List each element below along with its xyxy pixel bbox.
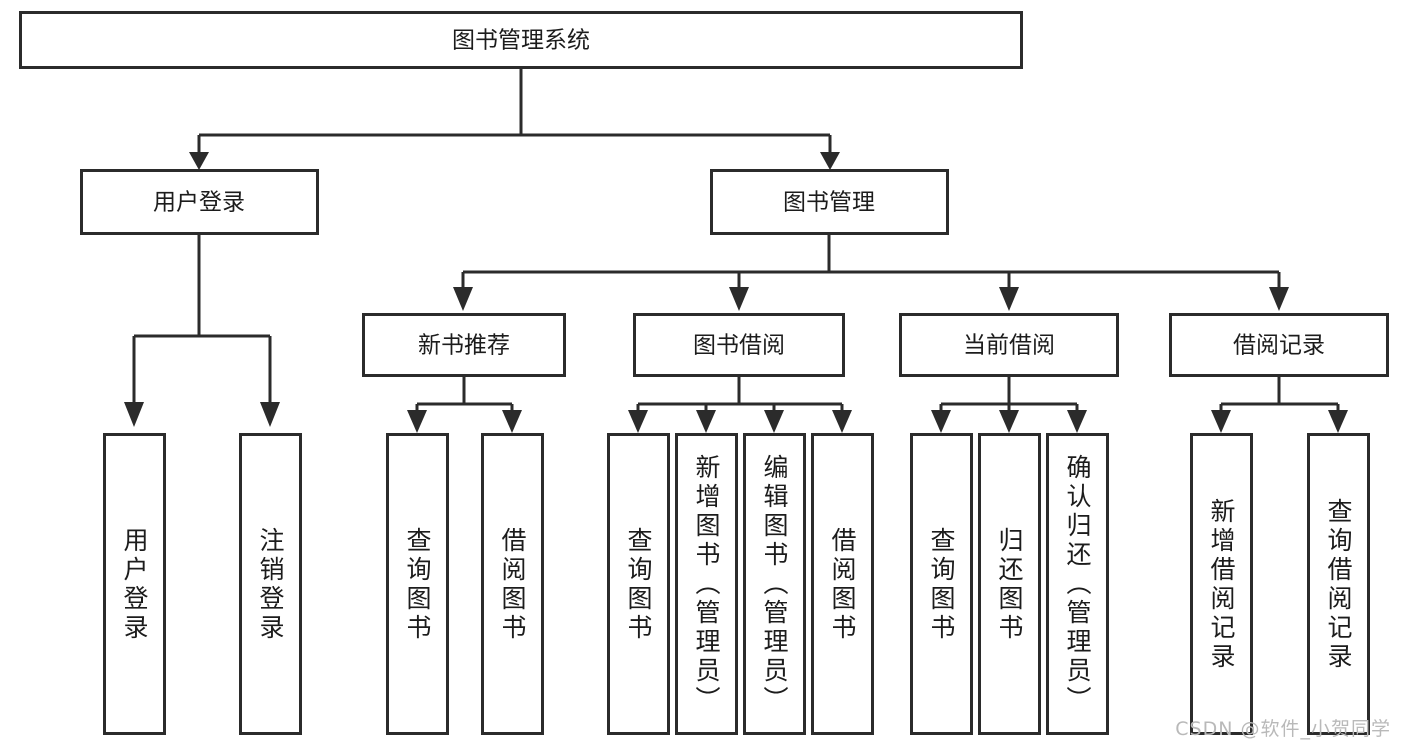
leaf-query-record[interactable]: 查询借阅记录 bbox=[1308, 435, 1369, 734]
node-borrow-records[interactable]: 借阅记录 bbox=[1169, 313, 1389, 377]
arrow-to-book-borrow bbox=[729, 287, 749, 311]
connector-book-manage-bus bbox=[461, 233, 1281, 290]
leaf-borrow-book-2-label: 借阅图书 bbox=[828, 526, 857, 643]
leaf-box-user-login[interactable] bbox=[103, 433, 166, 735]
leaf-box-add-record[interactable] bbox=[1190, 433, 1253, 735]
connector-current-borrow-bus bbox=[939, 375, 1079, 412]
node-borrow-records-box[interactable] bbox=[1169, 313, 1389, 377]
leaf-box-logout[interactable] bbox=[239, 433, 302, 735]
leaf-confirm-return[interactable]: 确认归还（管理员） bbox=[1047, 435, 1108, 734]
arrow-to-leaf-query-book-3 bbox=[931, 410, 951, 433]
node-current-borrow[interactable]: 当前借阅 bbox=[899, 313, 1119, 377]
leaf-edit-book-label: 编辑图书（管理员） bbox=[760, 454, 789, 715]
arrow-to-leaf-query-book-2 bbox=[628, 410, 648, 433]
leaf-add-record[interactable]: 新增借阅记录 bbox=[1191, 435, 1252, 734]
leaf-add-record-label: 新增借阅记录 bbox=[1207, 497, 1236, 672]
node-root-label: 图书管理系统 bbox=[452, 28, 590, 54]
connector-root-bus bbox=[197, 68, 832, 157]
leaf-borrow-book-2[interactable]: 借阅图书 bbox=[812, 435, 873, 734]
leaf-return-book[interactable]: 归还图书 bbox=[979, 435, 1040, 734]
node-book-borrow[interactable]: 图书借阅 bbox=[633, 313, 845, 377]
node-book-manage-label: 图书管理 bbox=[783, 190, 875, 216]
leaf-query-book-1-label: 查询图书 bbox=[403, 526, 432, 643]
node-user-login[interactable]: 用户登录 bbox=[80, 169, 319, 235]
arrow-to-user-login bbox=[189, 152, 209, 170]
leaf-borrow-book-1[interactable]: 借阅图书 bbox=[482, 435, 543, 734]
arrow-to-leaf-return-book bbox=[999, 410, 1019, 433]
node-root[interactable]: 图书管理系统 bbox=[19, 11, 1023, 69]
node-book-manage-box[interactable] bbox=[710, 169, 949, 235]
leaf-box-add-book[interactable] bbox=[675, 433, 738, 735]
arrow-to-leaf-add-record bbox=[1211, 410, 1231, 433]
leaf-query-book-2-label: 查询图书 bbox=[624, 526, 653, 643]
leaf-confirm-return-label: 确认归还（管理员） bbox=[1063, 454, 1092, 715]
node-current-borrow-label: 当前借阅 bbox=[963, 333, 1055, 359]
leaf-query-record-label: 查询借阅记录 bbox=[1324, 497, 1353, 672]
leaf-add-book[interactable]: 新增图书（管理员） bbox=[676, 435, 737, 734]
arrow-to-book-manage bbox=[820, 152, 840, 170]
leaf-box-query-book-1[interactable] bbox=[386, 433, 449, 735]
leaf-logout-label: 注销登录 bbox=[256, 526, 285, 643]
watermark: CSDN @软件_小贺同学 bbox=[1175, 718, 1391, 740]
node-book-manage[interactable]: 图书管理 bbox=[710, 169, 949, 235]
node-book-borrow-box[interactable] bbox=[633, 313, 845, 377]
leaf-return-book-label: 归还图书 bbox=[995, 526, 1024, 643]
node-user-login-box[interactable] bbox=[80, 169, 319, 235]
leaf-box-borrow-book-2[interactable] bbox=[811, 433, 874, 735]
leaf-query-book-3-label: 查询图书 bbox=[927, 526, 956, 643]
leaf-user-login-label: 用户登录 bbox=[120, 526, 149, 643]
node-new-book-recommend-label: 新书推荐 bbox=[418, 333, 510, 359]
leaf-logout[interactable]: 注销登录 bbox=[240, 435, 301, 734]
leaf-edit-book[interactable]: 编辑图书（管理员） bbox=[744, 435, 805, 734]
leaf-box-confirm-return[interactable] bbox=[1046, 433, 1109, 735]
connector-borrow-records-bus bbox=[1219, 375, 1340, 412]
arrow-to-leaf-borrow-book-2 bbox=[832, 410, 852, 433]
arrow-to-leaf-borrow-book-1 bbox=[502, 410, 522, 433]
node-borrow-records-label: 借阅记录 bbox=[1233, 333, 1325, 359]
node-root-box[interactable] bbox=[19, 11, 1023, 69]
leaf-add-book-label: 新增图书（管理员） bbox=[692, 454, 721, 715]
leaf-query-book-1[interactable]: 查询图书 bbox=[387, 435, 448, 734]
leaf-box-query-record[interactable] bbox=[1307, 433, 1370, 735]
node-user-login-label: 用户登录 bbox=[153, 190, 245, 216]
arrow-to-new-book-recommend bbox=[453, 287, 473, 311]
leaf-query-book-2[interactable]: 查询图书 bbox=[608, 435, 669, 734]
arrow-to-borrow-records bbox=[1269, 287, 1289, 311]
leaf-box-return-book[interactable] bbox=[978, 433, 1041, 735]
arrow-to-leaf-query-record bbox=[1328, 410, 1348, 433]
leaf-box-query-book-3[interactable] bbox=[910, 433, 973, 735]
arrow-to-leaf-logout bbox=[260, 402, 280, 427]
arrow-to-leaf-edit-book bbox=[764, 410, 784, 433]
leaf-box-borrow-book-1[interactable] bbox=[481, 433, 544, 735]
node-new-book-recommend[interactable]: 新书推荐 bbox=[362, 313, 566, 377]
arrow-to-leaf-confirm-return bbox=[1067, 410, 1087, 433]
node-book-borrow-label: 图书借阅 bbox=[693, 333, 785, 359]
leaf-user-login[interactable]: 用户登录 bbox=[104, 435, 165, 734]
arrow-to-current-borrow bbox=[999, 287, 1019, 311]
connector-user-login-bus bbox=[132, 233, 272, 404]
leaf-box-edit-book[interactable] bbox=[743, 433, 806, 735]
arrow-to-leaf-query-book-1 bbox=[407, 410, 427, 433]
connector-new-book-recommend-bus bbox=[415, 375, 514, 412]
connector-book-borrow-bus bbox=[636, 375, 844, 412]
arrow-to-leaf-add-book bbox=[696, 410, 716, 433]
leaf-query-book-3[interactable]: 查询图书 bbox=[911, 435, 972, 734]
leaf-box-query-book-2[interactable] bbox=[607, 433, 670, 735]
arrow-to-leaf-user-login bbox=[124, 402, 144, 427]
leaf-borrow-book-1-label: 借阅图书 bbox=[498, 526, 527, 643]
